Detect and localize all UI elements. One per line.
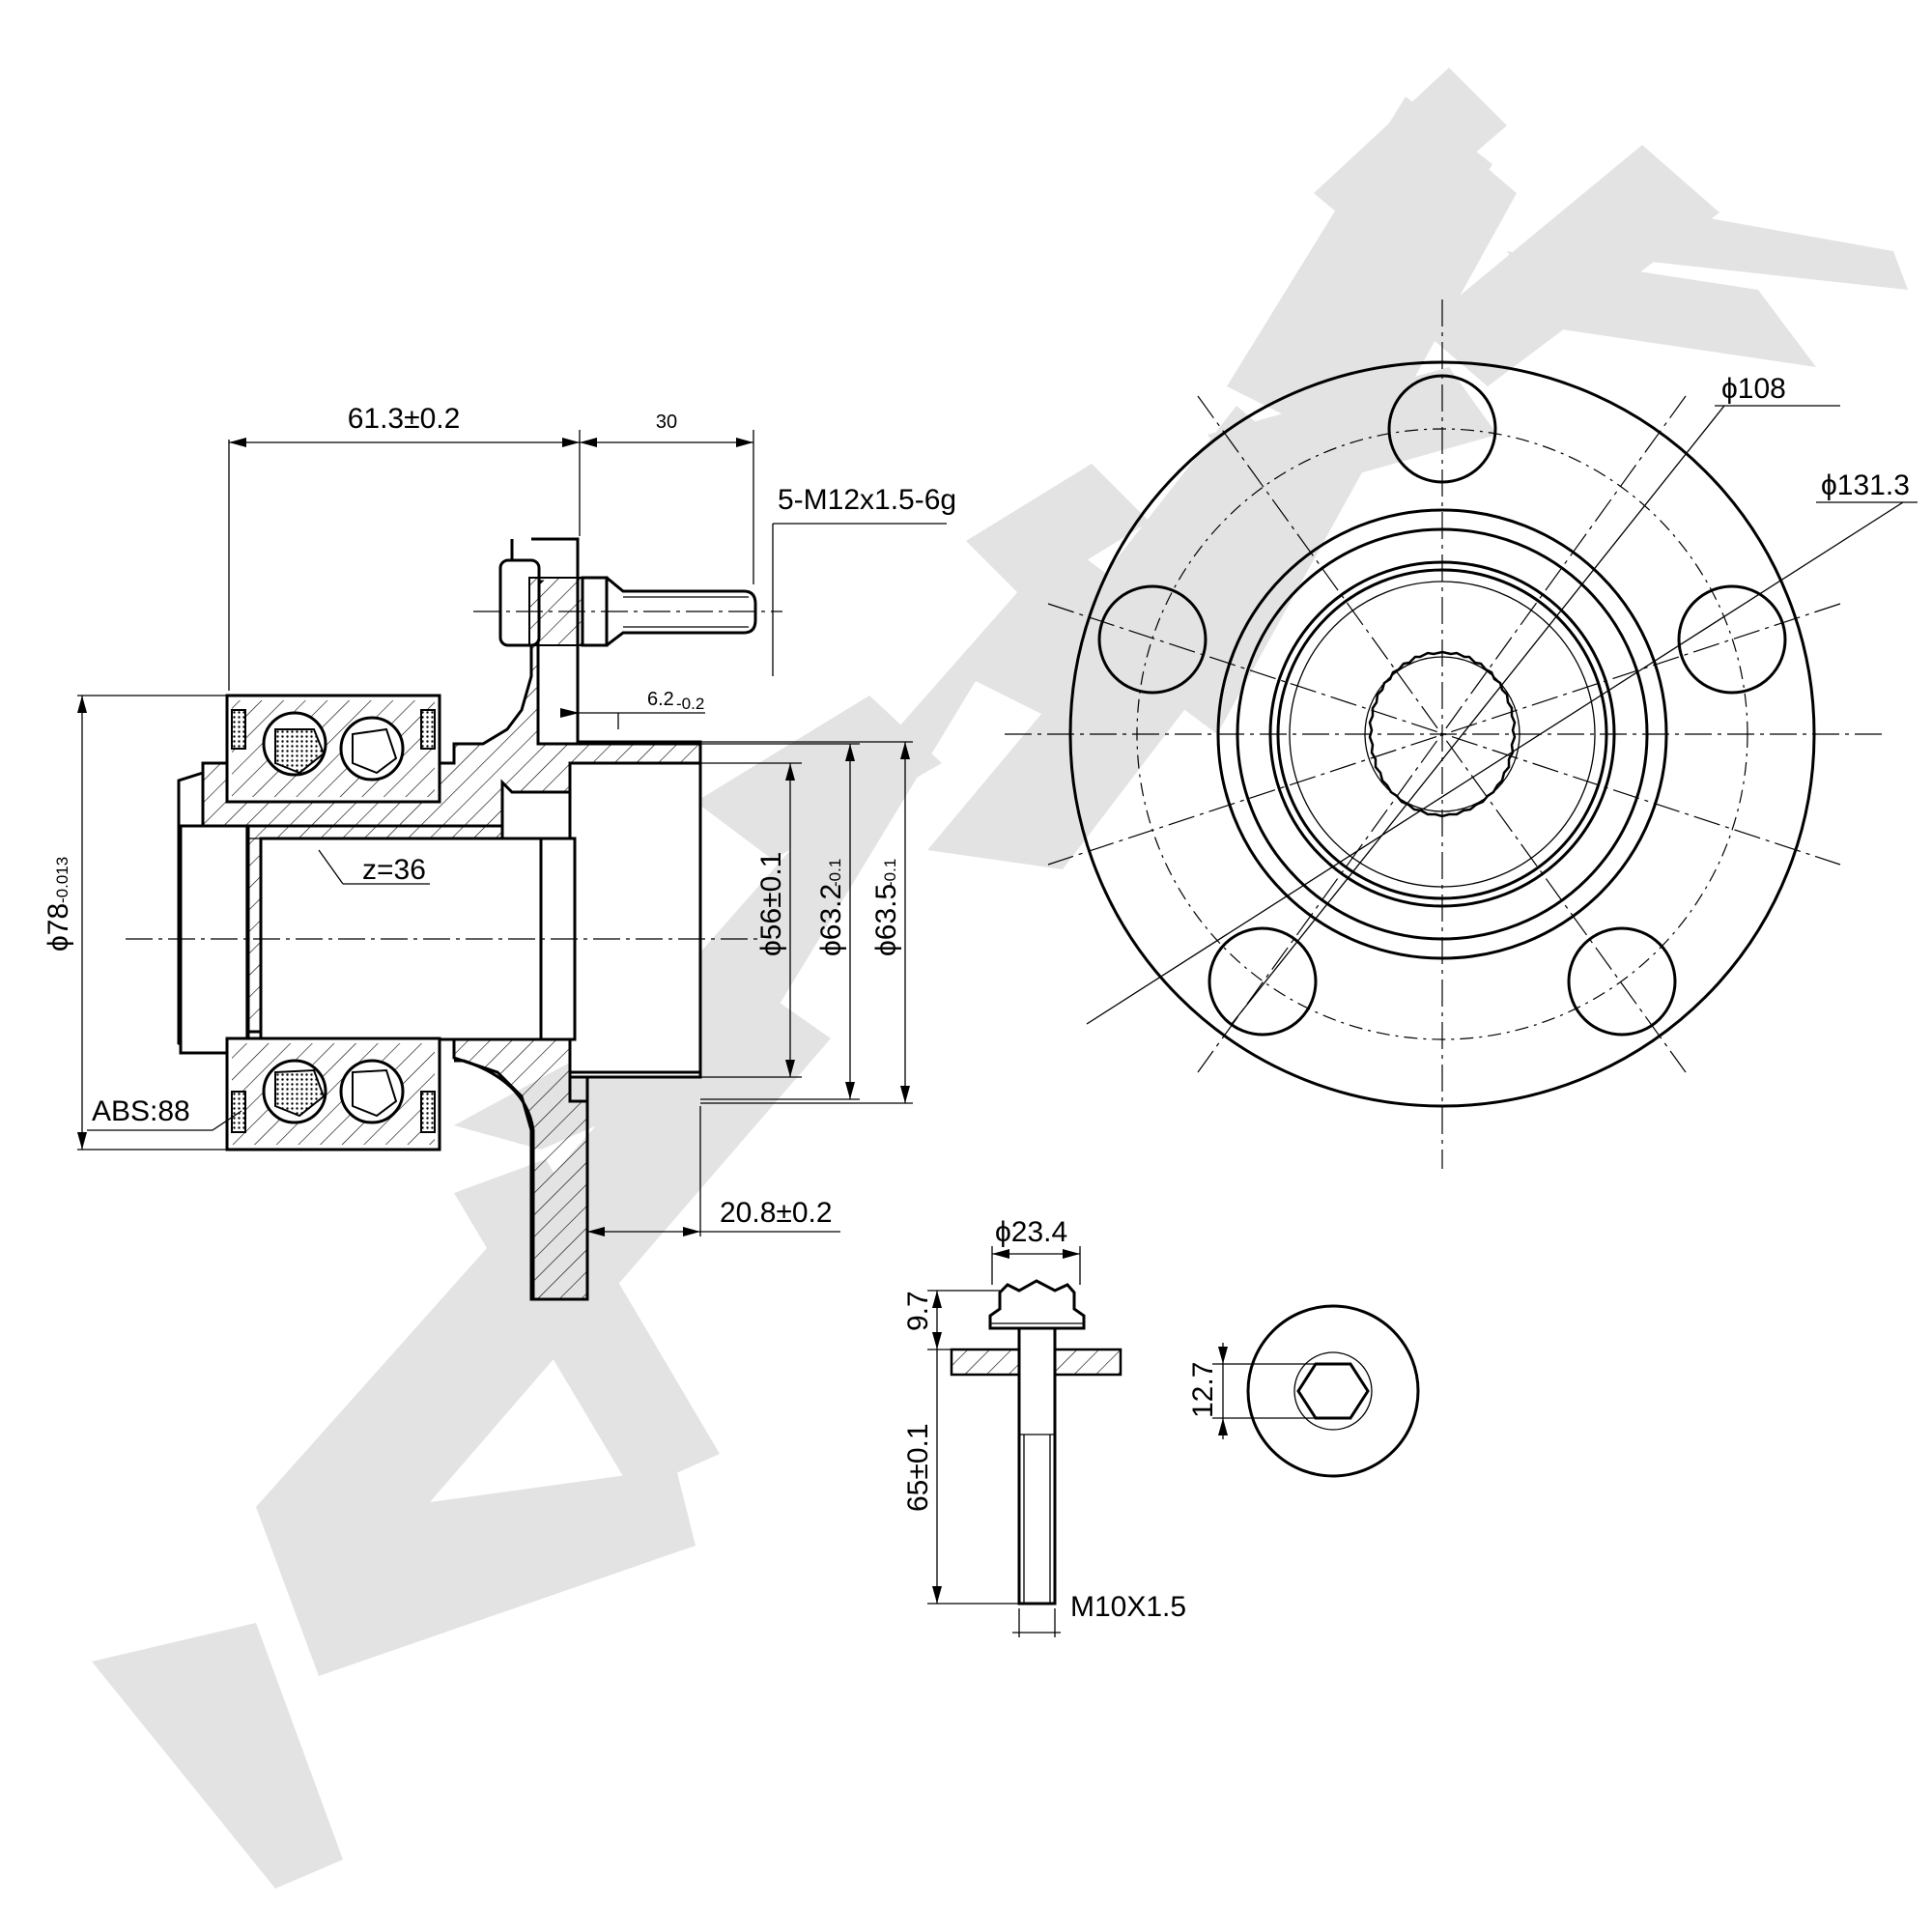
dim-pcd: ϕ108 — [1721, 373, 1786, 405]
dim-bearing-od: ϕ78 — [43, 903, 74, 952]
od-leader — [1086, 501, 1904, 1025]
pcd-leader — [1231, 405, 1725, 1025]
stud-hole — [1677, 584, 1787, 695]
dim-pilot-63-5-tol: -0.1 — [881, 859, 899, 887]
dim-hex-size: 12.7 — [1187, 1362, 1219, 1418]
stud-hole — [1567, 926, 1677, 1037]
dim-bolt-thread: M10X1.5 — [1070, 1591, 1186, 1623]
axle-bolt: ϕ23.4 9.7 65±0.1 M10X1.5 — [902, 1216, 1186, 1637]
dim-bolt-head-diameter: ϕ23.4 — [995, 1216, 1067, 1248]
stud-hole — [1097, 584, 1208, 695]
dim-bore-56: ϕ56±0.1 — [755, 852, 787, 956]
hub-front-view: ϕ108 ϕ131.3 — [1005, 299, 1918, 1169]
dim-pilot-63-5: ϕ63.5 — [870, 884, 902, 956]
dim-spline: z=36 — [362, 854, 426, 886]
dim-flange-od: ϕ131.3 — [1821, 469, 1910, 501]
hub-section-view: 61.3±0.2 30 5-M12x1.5-6g 6.2 -0.2 z=36 A… — [43, 403, 956, 1301]
dim-bolt-head-height: 9.7 — [902, 1291, 934, 1331]
stud-hole — [1208, 926, 1318, 1037]
dim-pilot-63-2-tol: -0.1 — [826, 859, 844, 887]
dim-flange-thickness: 6.2 — [647, 689, 674, 710]
zentek-watermark — [92, 68, 1908, 1889]
dim-stud-length: 30 — [656, 412, 677, 433]
bolt-end-view: 12.7 — [1187, 1304, 1420, 1478]
dim-flange-offset: 61.3±0.2 — [348, 403, 461, 435]
dim-abs: ABS:88 — [92, 1095, 190, 1127]
dim-pilot-depth: 20.8±0.2 — [720, 1197, 833, 1229]
wheel-stud — [498, 558, 757, 647]
dim-bearing-od-tol: -0.013 — [53, 857, 71, 903]
dim-flange-thickness-tol: -0.2 — [676, 695, 704, 713]
dim-bolt-length: 65±0.1 — [902, 1423, 934, 1512]
dim-stud-thread: 5-M12x1.5-6g — [778, 484, 956, 516]
section-dimension-lines — [77, 430, 947, 1236]
dim-pilot-63-2: ϕ63.2 — [815, 884, 847, 956]
